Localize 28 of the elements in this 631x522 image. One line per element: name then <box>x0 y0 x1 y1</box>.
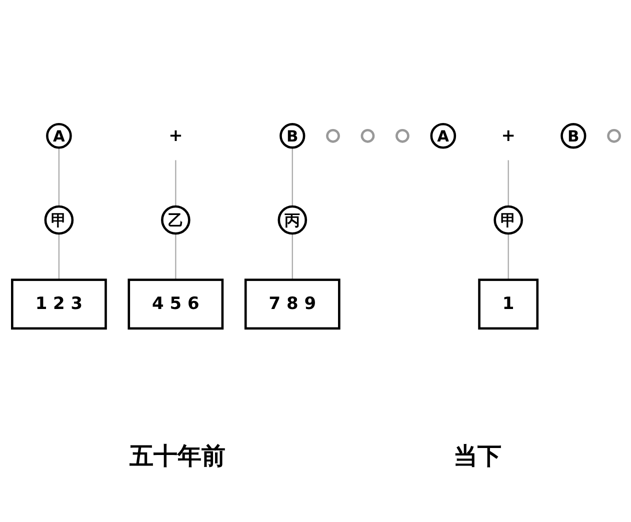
connector <box>174 160 176 206</box>
node-box: 4 5 6 <box>127 278 224 330</box>
connector <box>507 160 508 206</box>
connector <box>174 234 176 280</box>
connector <box>58 148 60 206</box>
node-circle: B <box>279 123 305 149</box>
caption-text: 当下 <box>454 441 502 472</box>
node-box: 7 8 9 <box>244 278 340 330</box>
node-circle: A <box>430 122 456 149</box>
connector <box>291 148 292 206</box>
connector <box>507 234 508 280</box>
node-circle: A <box>46 122 72 149</box>
node-text: + <box>168 126 182 146</box>
connector <box>291 234 292 280</box>
caption-text: 五十年前 <box>130 441 226 472</box>
node-circle: 乙 <box>160 205 190 235</box>
node-circle <box>395 128 409 143</box>
connector <box>58 234 60 280</box>
node-circle <box>360 128 374 143</box>
node-circle <box>326 128 340 143</box>
node-circle: 丙 <box>277 205 307 235</box>
node-box: 1 2 3 <box>10 278 106 330</box>
node-circle: 甲 <box>493 205 522 235</box>
node-circle: B <box>560 123 586 149</box>
node-circle <box>606 128 620 143</box>
node-box: 1 <box>478 278 538 330</box>
node-text: + <box>500 126 515 146</box>
node-circle: 甲 <box>44 205 74 235</box>
